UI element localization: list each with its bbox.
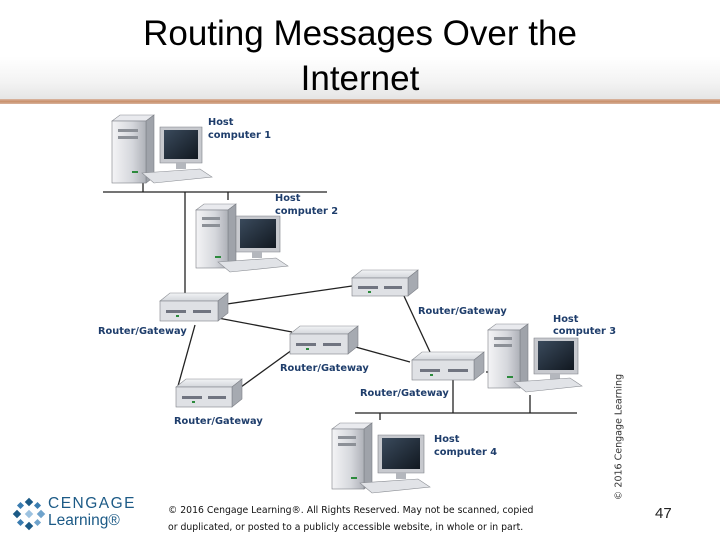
side-copyright-text: © 2016 Cengage Learning [614,374,625,500]
router-label-left: Router/Gateway [98,326,187,337]
link-left-to-center [218,318,292,332]
link-center-to-bottom [352,346,410,362]
host-1-label-line2: computer 1 [208,130,271,141]
host-4-label-line1: Host [434,434,460,445]
host-computer-4-icon [332,423,430,493]
page-number: 47 [655,505,672,522]
host-computer-1-icon [112,115,212,183]
footer-copyright-line-1: © 2016 Cengage Learning®. All Rights Res… [168,502,568,519]
host-2-label-line2: computer 2 [275,206,338,217]
router-bottom-icon [412,352,484,380]
router-label-center: Router/Gateway [280,363,369,374]
link-topright-to-bottom [404,296,430,352]
footer-copyright: © 2016 Cengage Learning®. All Rights Res… [168,502,568,536]
logo-text-learning: Learning® [48,512,120,530]
logo-text-cengage: CENGAGE [48,495,136,513]
router-label-lower-left: Router/Gateway [174,416,263,427]
host-3-label-line1: Host [553,314,579,325]
router-label-bottom: Router/Gateway [360,388,449,399]
router-top-right-icon [352,270,418,296]
host-2-label-line1: Host [275,193,301,204]
router-center-icon [290,326,358,354]
router-left-icon [160,293,228,321]
cengage-logo: CENGAGE Learning® [12,495,152,535]
router-lower-left-icon [176,379,242,407]
router-label-top-right: Router/Gateway [418,306,507,317]
cengage-logo-mark-icon [12,497,46,531]
side-copyright-note: © 2016 Cengage Learning [611,380,627,494]
link-left-to-topright [220,286,352,305]
host-4-label-line2: computer 4 [434,447,497,458]
footer-copyright-line-2: or duplicated, or posted to a publicly a… [168,519,568,536]
host-1-label-line1: Host [208,117,234,128]
host-3-label-line2: computer 3 [553,326,616,337]
